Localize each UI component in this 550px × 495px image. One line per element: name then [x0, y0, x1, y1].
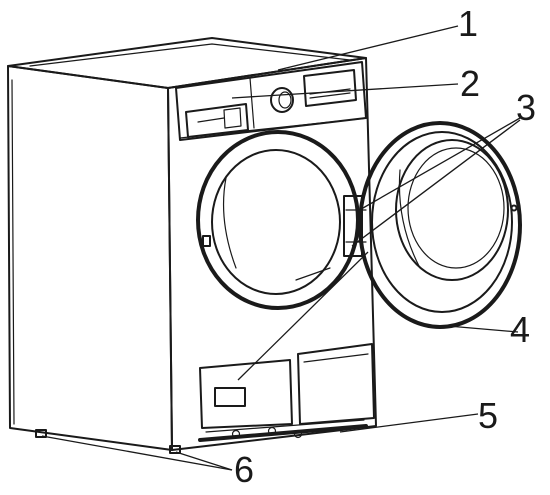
ventilation-grid: [198, 419, 368, 442]
water-tank: [199, 359, 293, 429]
leader-lines: [41, 25, 521, 471]
display-panel: [303, 69, 357, 107]
cabinet-side-panel: [7, 65, 173, 451]
open-door: [358, 121, 522, 329]
control-panel: [175, 61, 367, 141]
cabinet-top: [7, 37, 367, 89]
callout-4: 4: [510, 309, 530, 350]
callout-labels: 1 2 3 4 5 6: [234, 3, 536, 490]
door-opening: [196, 130, 360, 310]
callout-3: 3: [516, 87, 536, 128]
filter-cover: [297, 343, 375, 425]
program-knob-icon: [270, 87, 294, 113]
detergent-drawer: [185, 103, 249, 138]
callout-5: 5: [478, 395, 498, 436]
callout-1: 1: [458, 3, 478, 44]
adjustable-feet: [35, 429, 181, 454]
door-hinge: [343, 195, 367, 257]
callout-6: 6: [234, 449, 254, 490]
callout-2: 2: [460, 63, 480, 104]
